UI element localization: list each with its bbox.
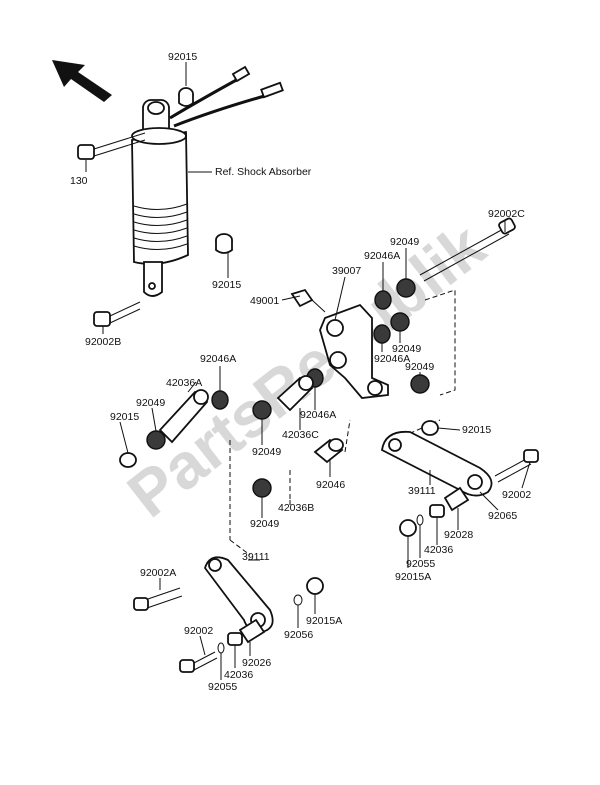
seal-92049-bottom: [252, 478, 272, 498]
label-92049-right2: 92049: [405, 361, 434, 373]
sleeve-42036a: [158, 389, 209, 444]
label-42036a: 42036A: [166, 377, 202, 389]
label-92015-mid: 92015: [212, 279, 241, 291]
label-39007: 39007: [332, 265, 361, 277]
tie-rod-39111-bottom: [204, 556, 274, 633]
label-92055-bottom: 92055: [208, 681, 237, 693]
leader-lines: [85, 62, 531, 680]
label-92046a-left: 92046A: [200, 353, 236, 365]
label-92015-right: 92015: [462, 424, 491, 436]
label-92002: 92002: [502, 489, 531, 501]
grease-fitting-49001: [290, 288, 326, 313]
seal-92046a-right: [373, 324, 391, 344]
front-direction-arrow-icon: [52, 60, 112, 102]
label-49001: 49001: [250, 295, 279, 307]
assembly-line-right: [424, 289, 456, 396]
label-92015-left: 92015: [110, 411, 139, 423]
label-92046a-top: 92046A: [364, 250, 400, 262]
label-92046a-center: 92046A: [300, 409, 336, 421]
label-130: 130: [70, 175, 88, 187]
seal-92046a-top: [374, 290, 392, 310]
sleeve-92028-right: [443, 486, 470, 512]
label-92049-center: 92049: [252, 446, 281, 458]
label-92055-right: 92055: [406, 558, 435, 570]
assembly-line-left: [229, 440, 251, 556]
sleeve-42036-bottom: [227, 632, 243, 646]
rocker-arm-39007: [319, 303, 389, 399]
seal-92046a-left: [211, 390, 229, 410]
label-92049-left: 92049: [136, 397, 165, 409]
seal-92049-left: [146, 430, 166, 450]
bolt-92002b: [93, 301, 141, 327]
sleeve-42036c: [276, 375, 314, 412]
seal-92049-right2: [410, 374, 430, 394]
label-92015a-bottom: 92015A: [306, 615, 342, 627]
label-92056: 92056: [284, 629, 313, 641]
label-42036c: 42036C: [282, 429, 319, 441]
label-39111-bottom: 39111: [242, 551, 270, 563]
label-92002a: 92002A: [140, 567, 176, 579]
bolt-92002: [494, 449, 539, 483]
oring-92056: [293, 594, 303, 606]
assembly-line-rocker: [344, 419, 351, 453]
collar-92015-right: [421, 420, 439, 436]
label-42036-right: 42036: [424, 544, 453, 556]
label-92015-top: 92015: [168, 51, 197, 63]
bolt-92002a: [133, 587, 183, 611]
label-92049-top: 92049: [390, 236, 419, 248]
label-92002-bottom: 92002: [184, 625, 213, 637]
bolt-130: [77, 132, 146, 160]
label-92002b: 92002B: [85, 336, 121, 348]
seal-92049-center: [252, 400, 272, 420]
label-92049-bottom: 92049: [250, 518, 279, 530]
bush-92046: [313, 438, 344, 464]
bolt-92002c: [419, 217, 516, 282]
collar-92015-top: [178, 87, 194, 107]
oring-92055-bottom: [217, 642, 225, 654]
tie-rod-39111-right: [381, 430, 493, 497]
label-39111-right: 39111: [408, 485, 436, 497]
label-92015a-right: 92015A: [395, 571, 431, 583]
collar-92015-left: [119, 452, 137, 468]
shock-absorber: [131, 65, 284, 297]
label-92046a-right: 92046A: [374, 353, 410, 365]
sleeve-92026: [238, 618, 266, 644]
label-92026: 92026: [242, 657, 271, 669]
label-42036-bottom: 42036: [224, 669, 253, 681]
bolt-92002-bottom: [179, 651, 218, 673]
collar-92015-mid: [215, 233, 233, 254]
label-92065: 92065: [488, 510, 517, 522]
sleeve-42036-right: [429, 504, 445, 518]
oring-92055-right: [416, 514, 424, 526]
label-92046: 92046: [316, 479, 345, 491]
label-92002c: 92002C: [488, 208, 525, 220]
collar-92015a-right: [399, 519, 417, 537]
label-ref-shock-absorber: Ref. Shock Absorber: [215, 166, 312, 178]
seal-92049-top: [396, 278, 416, 298]
label-92049-right: 92049: [392, 343, 421, 355]
collar-92015a-bottom: [306, 577, 324, 595]
label-42036b: 42036B: [278, 502, 314, 514]
seal-92049-right: [390, 312, 410, 332]
label-92028-right: 92028: [444, 529, 473, 541]
